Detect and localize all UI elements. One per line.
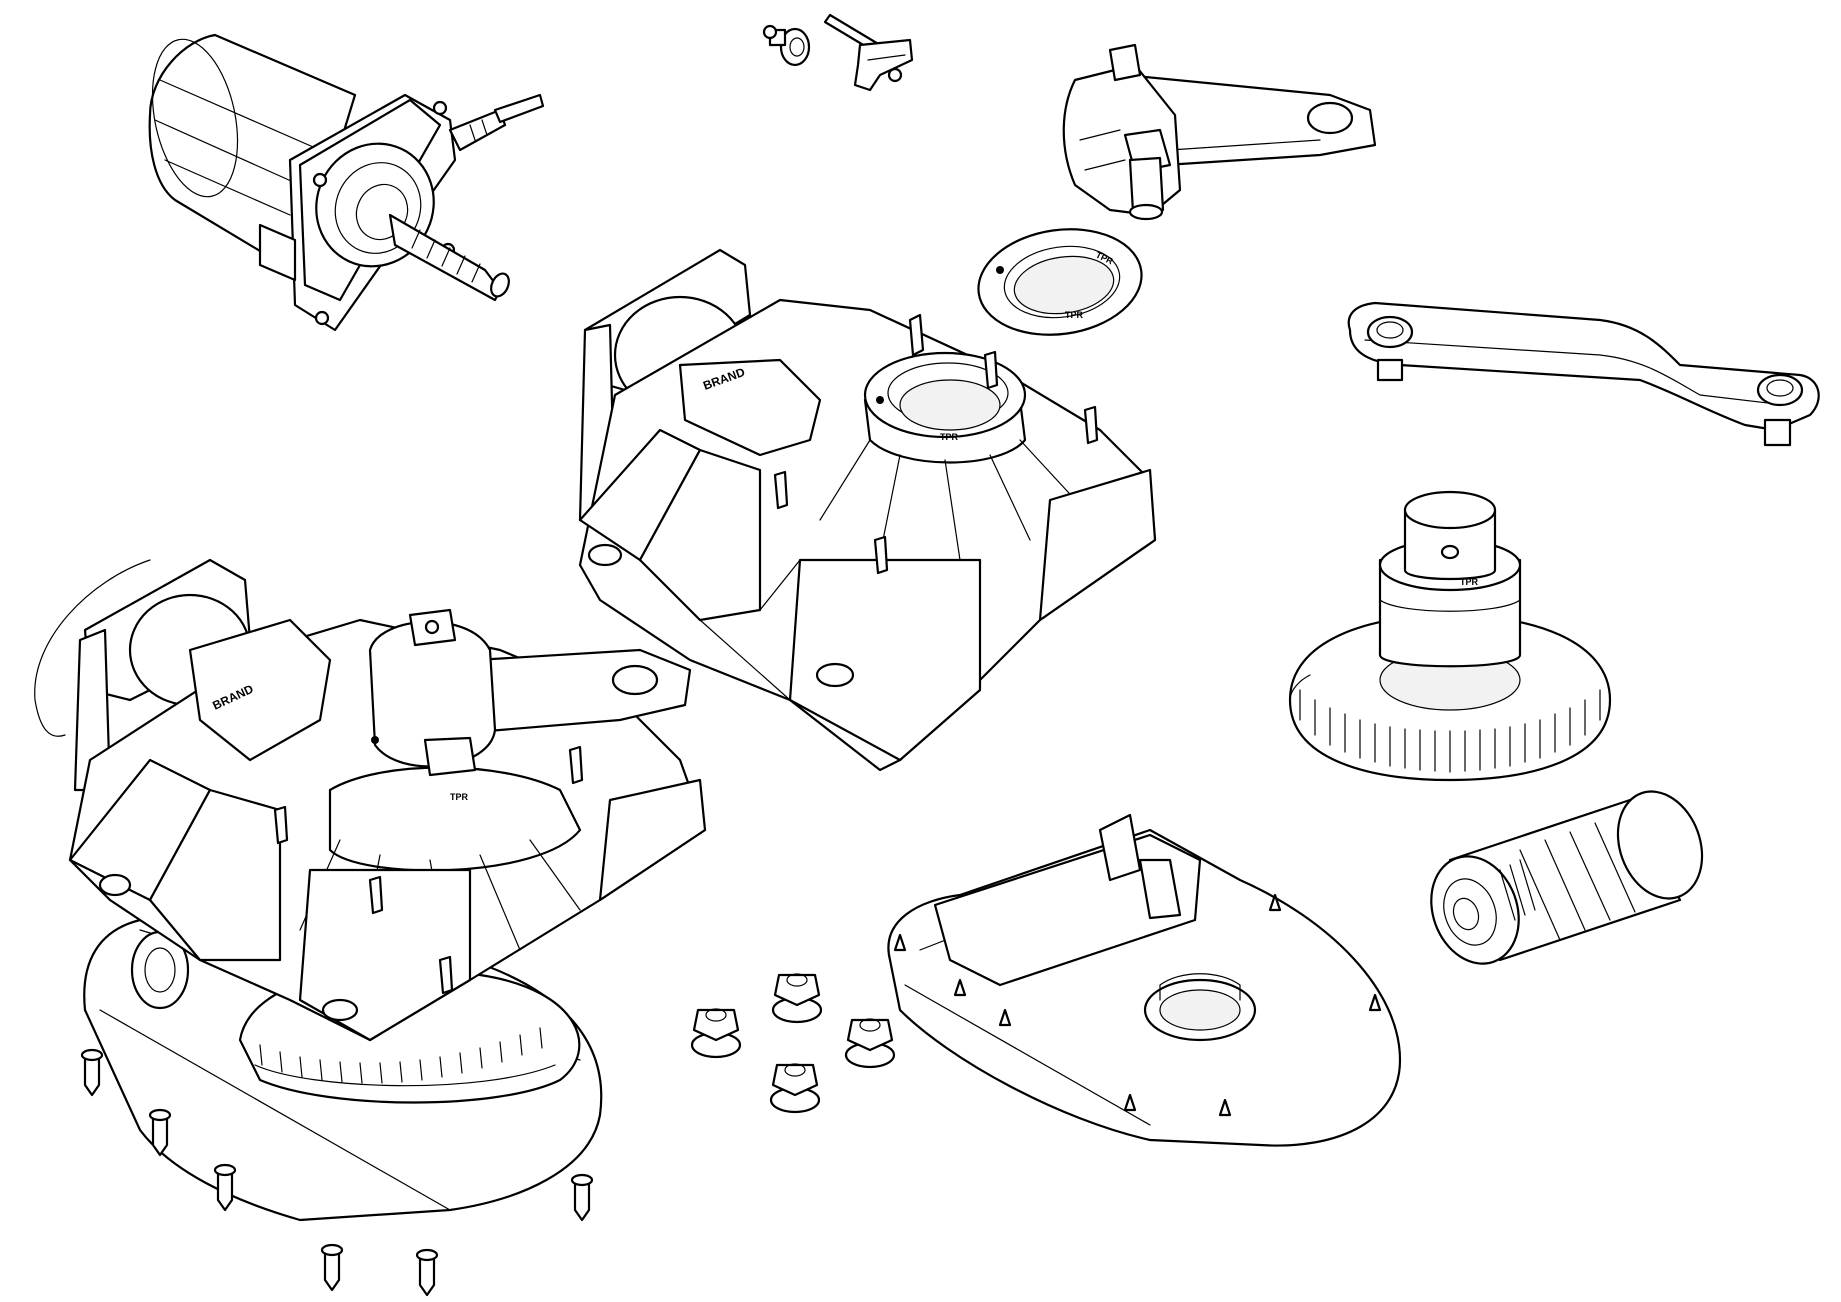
operator-seal-mark: TPR	[450, 792, 469, 802]
limit-pin	[823, 13, 914, 92]
nut-4	[769, 1063, 821, 1114]
drive-gear-shaft: TPR	[1288, 490, 1612, 782]
base-cover-plate	[887, 813, 1402, 1147]
oil-seal-ring: TPR TPR	[977, 228, 1143, 336]
cranked-arm	[1347, 301, 1820, 447]
seal-mark-bottom: TPR	[1065, 310, 1084, 320]
electric-motor	[148, 33, 545, 332]
nut-3	[844, 1018, 896, 1069]
nuts-and-washers	[690, 973, 896, 1114]
worm-shaft	[1430, 790, 1704, 965]
nut-1	[690, 1008, 742, 1059]
gearbox-housing: TPR BRAND	[578, 248, 1157, 772]
nut-2	[771, 973, 823, 1024]
housing-seal-mark: TPR	[940, 432, 959, 442]
assembled-operator: BRAND TPR	[34, 558, 707, 1297]
gear-seal-mark: TPR	[1460, 577, 1479, 587]
small-bushing	[762, 24, 811, 67]
base-screws	[80, 1048, 594, 1297]
release-lever	[1062, 43, 1377, 221]
